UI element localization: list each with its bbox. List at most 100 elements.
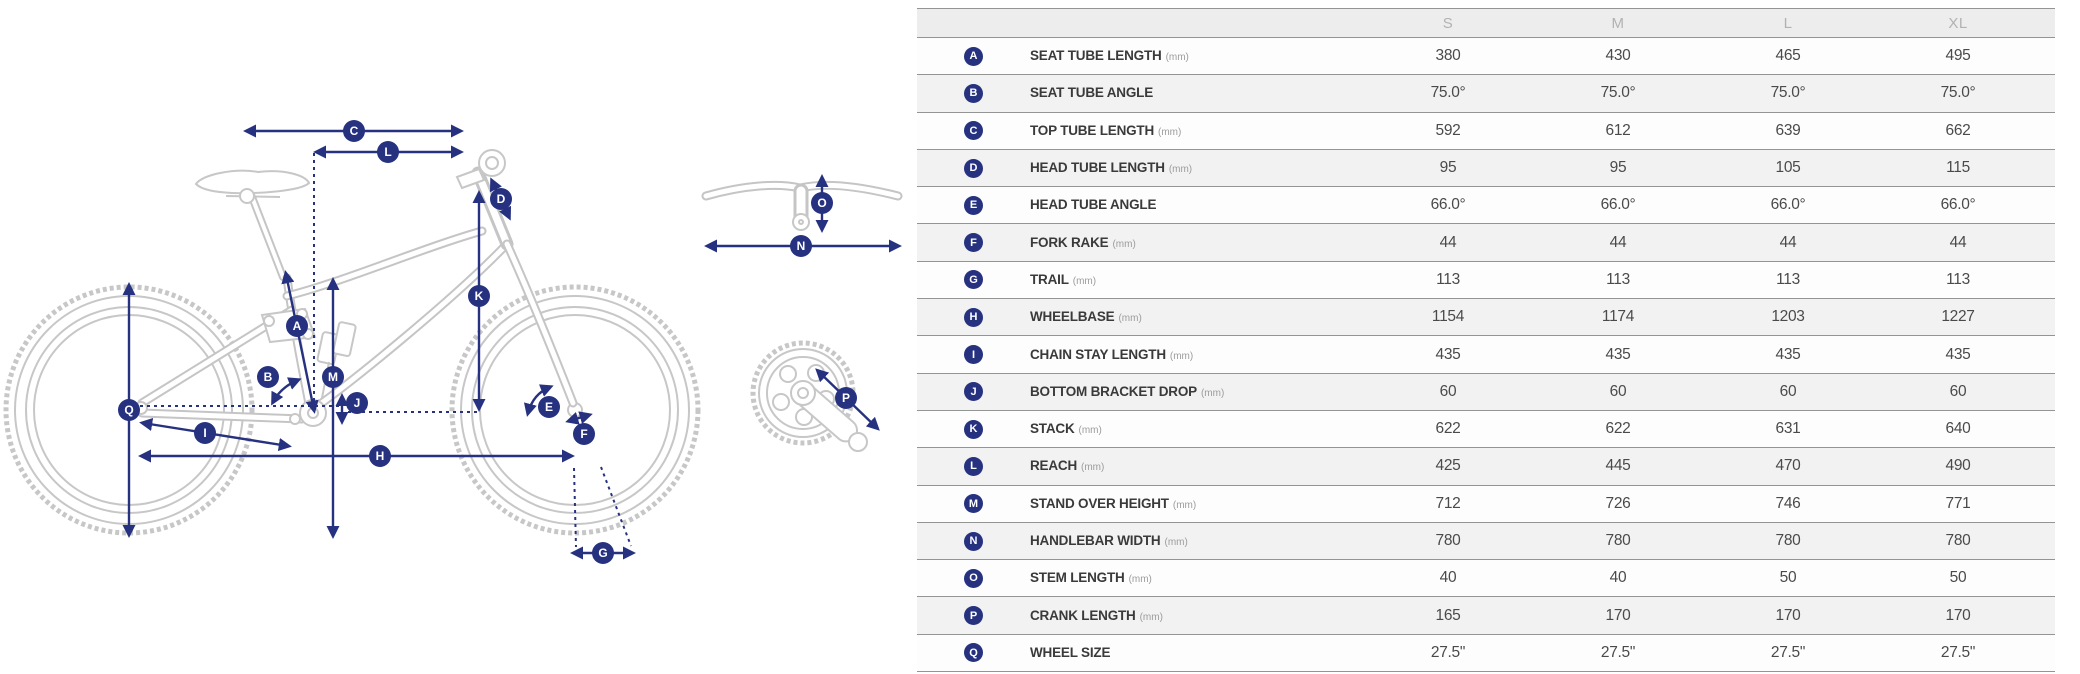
row-badge-cell: A [917,46,1030,66]
spec-label: WHEELBASE [1030,309,1115,325]
spec-label: HEAD TUBE ANGLE [1030,197,1157,213]
row-badge: O [964,568,983,588]
row-badge: A [964,46,983,66]
spec-value: 44 [1609,233,1627,251]
row-badge-cell: B [917,83,1030,103]
spec-label: WHEEL SIZE [1030,644,1111,660]
size-header-xl: XL [1948,14,1968,32]
badge-f: F [573,423,595,445]
spec-value: 60 [1609,382,1627,400]
spec-label: CRANK LENGTH [1030,607,1136,623]
spec-unit: (mm) [1112,238,1136,250]
svg-text:Q: Q [124,403,133,417]
row-label-cell: STEM LENGTH(mm) [1030,569,1363,587]
row-label-cell: TOP TUBE LENGTH(mm) [1030,122,1363,140]
spec-unit: (mm) [1072,275,1097,287]
row-badge-cell: C [917,121,1030,141]
row-label-cell: REACH(mm) [1030,457,1363,475]
spec-value: 170 [1775,606,1801,624]
row-badge: E [964,195,983,215]
spec-value: 60 [1439,382,1457,400]
row-label-cell: TRAIL(mm) [1030,271,1363,289]
spec-unit: (mm) [1128,574,1152,586]
spec-value: 712 [1435,494,1461,512]
spec-unit: (mm) [1118,313,1142,325]
angle-arc-b [271,377,302,406]
badge-q: Q [118,399,140,421]
spec-value: 746 [1775,494,1801,512]
spec-value: 631 [1775,420,1801,438]
badge-d: D [490,188,512,210]
angle-arc-e [523,384,554,417]
spec-value: 40 [1609,569,1627,587]
spec-unit: (mm) [1172,499,1197,511]
row-badge-cell: D [917,158,1030,178]
spec-value: 50 [1779,569,1797,587]
dimension-badges: C L D K A B M J Q I E F H G [118,120,614,564]
row-label-cell: STAND OVER HEIGHT(mm) [1030,495,1363,513]
spec-value: 115 [1946,159,1970,177]
spec-value: 435 [1605,345,1631,363]
spec-value: 780 [1435,532,1461,549]
svg-text:O: O [817,196,826,210]
spec-value: 40 [1439,569,1457,587]
spec-value: 639 [1775,121,1801,139]
spec-value: 435 [1435,345,1461,363]
row-badge-cell: M [917,494,1030,514]
spec-value: 75.0° [1940,84,1976,102]
row-badge-cell: L [917,456,1030,476]
row-badge-cell: O [917,568,1030,588]
spec-unit: (mm) [1164,537,1188,548]
spec-value: 170 [1945,606,1971,624]
row-badge: D [964,158,983,178]
spec-label: STEM LENGTH [1030,570,1125,586]
row-badge-cell: J [917,382,1030,402]
row-badge-cell: I [917,345,1030,365]
spec-value: 435 [1775,345,1801,363]
spec-value: 75.0° [1770,84,1806,102]
row-label-cell: HEAD TUBE ANGLE [1030,196,1363,214]
spec-value: 612 [1605,121,1631,139]
spec-value: 1227 [1941,308,1975,326]
spec-value: 425 [1435,457,1461,475]
spec-label: FORK RAKE [1030,234,1109,250]
row-badge-cell: Q [917,643,1030,663]
spec-value: 75.0° [1600,84,1636,102]
spec-value: 60 [1779,382,1797,400]
crankset-diagram: P [750,340,880,452]
row-badge-cell: F [917,233,1030,253]
spec-value: 60 [1949,382,1967,400]
frame [137,166,578,424]
spec-label: SEAT TUBE LENGTH [1030,48,1162,64]
badge-l: L [377,141,399,163]
row-badge-cell: G [917,270,1030,290]
row-badge: G [964,270,983,290]
row-badge: Q [964,643,983,663]
spec-value: 66.0° [1600,196,1636,214]
spec-value: 27.5" [1770,643,1806,661]
row-label-cell: WHEEL SIZE [1030,644,1363,662]
svg-text:L: L [384,145,391,159]
spec-label: SEAT TUBE ANGLE [1030,85,1154,101]
badge-e: E [538,396,560,418]
row-label-cell: CRANK LENGTH(mm) [1030,607,1363,625]
handlebar-stem-cluster [455,149,506,190]
spec-value: 640 [1945,420,1971,438]
row-badge: P [964,606,983,626]
spec-label: CHAIN STAY LENGTH [1030,346,1166,362]
svg-text:A: A [293,319,302,333]
spec-value: 1154 [1431,308,1465,326]
spec-value: 113 [1776,270,1800,288]
